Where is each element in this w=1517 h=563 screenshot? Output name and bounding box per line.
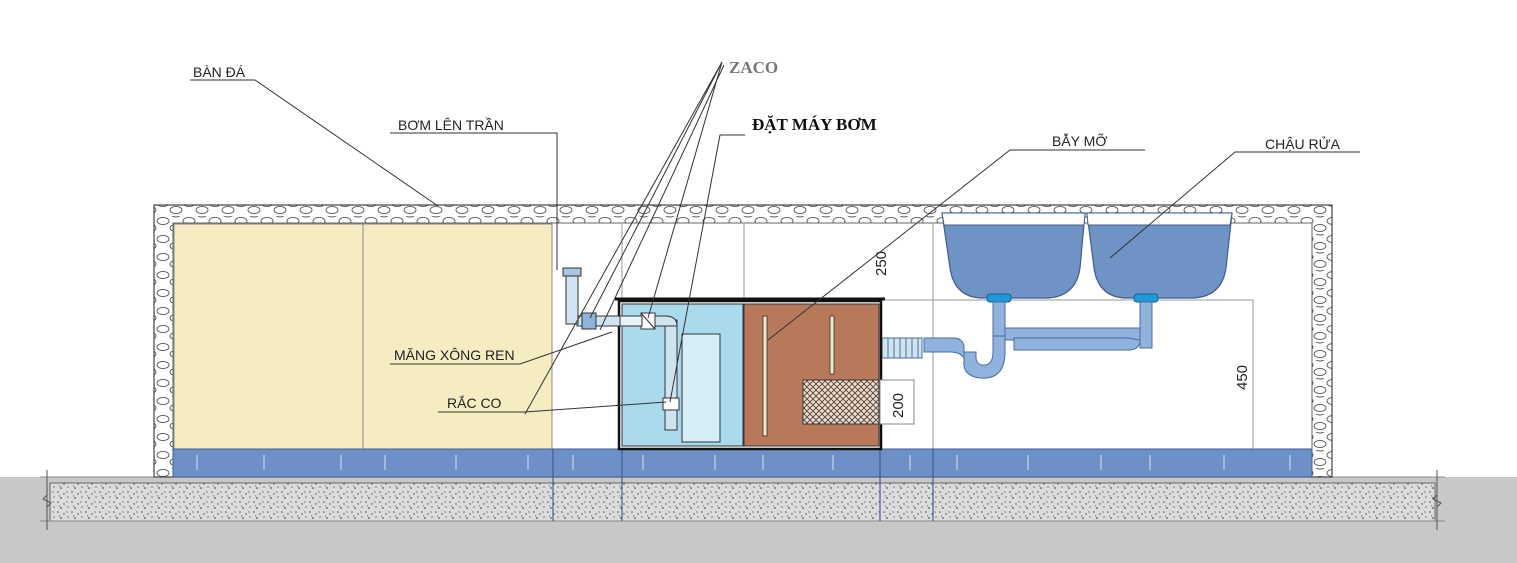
label-zaco: ZACO bbox=[729, 58, 778, 77]
dim-250: 250 bbox=[873, 251, 890, 276]
label-bom-len-tran: BƠM LÊN TRẦN bbox=[398, 117, 504, 133]
dim-box-200 bbox=[879, 379, 915, 425]
label-bay-mo: BẪY MỠ bbox=[1052, 133, 1107, 149]
label-rac-co: RẮC CO bbox=[447, 394, 502, 411]
break-mark-left bbox=[42, 494, 52, 508]
concrete-slab bbox=[49, 482, 1436, 522]
cabinet-door-2 bbox=[362, 223, 553, 450]
break-mark-right bbox=[1432, 494, 1442, 508]
label-dat-may-bom: ĐẶT MÁY BƠM bbox=[752, 115, 877, 134]
sink-bowl-left bbox=[941, 212, 1086, 299]
baffle-right bbox=[829, 315, 835, 375]
baffle-left bbox=[762, 315, 768, 437]
pump-unit bbox=[681, 333, 721, 443]
sink-rim-left bbox=[941, 212, 1086, 226]
dim-200: 200 bbox=[890, 393, 907, 418]
tile-dividers bbox=[552, 449, 934, 521]
filter-basket bbox=[802, 379, 880, 425]
tile-joints bbox=[196, 455, 1291, 470]
pump-discharge-pipe bbox=[562, 267, 680, 431]
leader-lines bbox=[190, 61, 1360, 415]
label-ban-da: BÀN ĐÁ bbox=[193, 64, 246, 80]
dim-450: 450 bbox=[1234, 365, 1251, 390]
drain-left bbox=[986, 293, 1012, 303]
label-mang-xong-ren: MĂNG XÔNG REN bbox=[394, 347, 515, 363]
coupling-threads bbox=[887, 338, 919, 358]
cabinet-door-1 bbox=[173, 223, 364, 450]
sink-drain-pipes bbox=[923, 301, 1153, 379]
sink-rim-right bbox=[1086, 212, 1233, 226]
floor-tile-strip bbox=[172, 448, 1313, 478]
sink-bowl-right bbox=[1086, 212, 1233, 299]
drain-right bbox=[1133, 293, 1159, 303]
label-chau-rua: CHẬU RỬA bbox=[1265, 135, 1341, 152]
